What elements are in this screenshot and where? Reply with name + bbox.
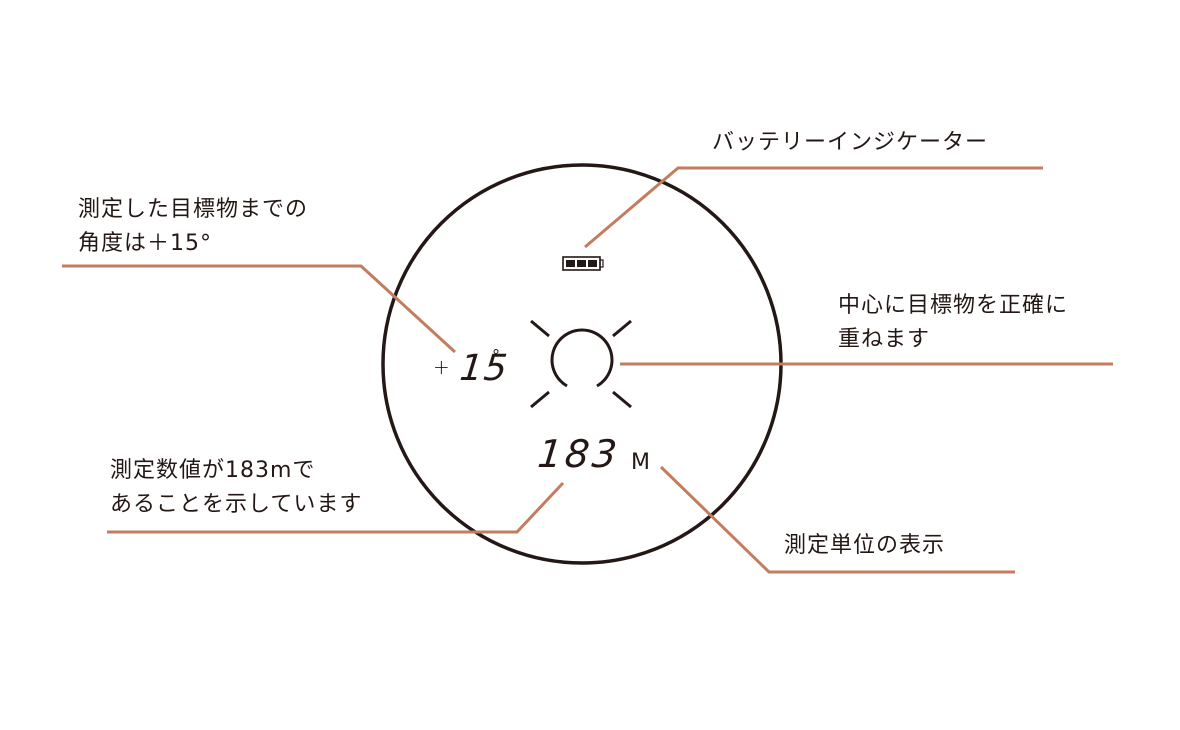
distance-readout: 183 [535, 432, 622, 476]
callout-reticle: 中心に目標物を正確に 重ねます [838, 289, 1068, 357]
callout-battery: バッテリーインジケーター [712, 126, 988, 160]
degree-symbol: ° [492, 346, 500, 365]
callout-unit: 測定単位の表示 [784, 529, 945, 563]
angle-readout: 15 [457, 348, 510, 389]
callout-reticle-line-2: 重ねます [838, 327, 931, 352]
reticle-tick-top-left [530, 319, 550, 338]
leader-line-unit [659, 465, 1015, 574]
callout-distance: 測定数値が183mで あることを示しています [110, 454, 362, 522]
callout-battery-line-1: バッテリーインジケーター [712, 130, 989, 155]
leader-line-distance [107, 481, 565, 534]
leader-line-angle [62, 264, 457, 354]
reticle-tick-bottom-right [612, 390, 632, 409]
reticle-tick-bottom-left [530, 390, 550, 409]
battery-bar-1 [566, 260, 575, 267]
callout-distance-line-2: あることを示しています [110, 492, 363, 517]
reticle-tick-top-right [612, 319, 632, 338]
callout-angle-line-1: 測定した目標物までの [78, 197, 309, 222]
callout-angle-line-2: 角度は＋15° [78, 231, 212, 256]
target-reticle-icon [530, 319, 632, 409]
leader-line-battery [584, 166, 1043, 249]
battery-bar-2 [577, 260, 586, 267]
callout-distance-line-1: 測定数値が183mで [110, 458, 316, 483]
angle-sign: + [433, 355, 450, 379]
distance-unit: M [631, 450, 650, 475]
callout-unit-line-1: 測定単位の表示 [784, 533, 946, 558]
callout-reticle-line-1: 中心に目標物を正確に [838, 293, 1069, 318]
battery-full-icon [562, 256, 604, 271]
reticle-arc [550, 328, 614, 388]
callout-angle: 測定した目標物までの 角度は＋15° [78, 193, 308, 261]
battery-bar-3 [588, 260, 597, 267]
